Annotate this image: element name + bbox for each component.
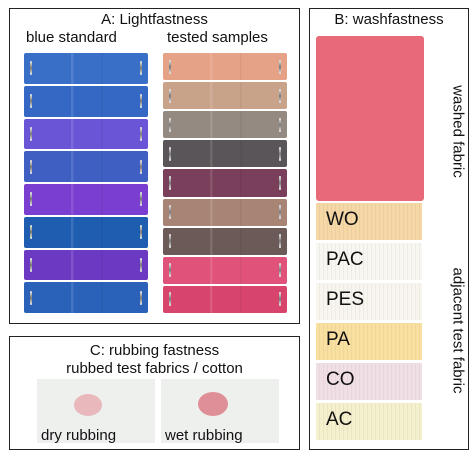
pin-icon — [140, 159, 142, 174]
pin-icon — [30, 61, 32, 76]
washed-fabric-label: washed fabric — [449, 85, 467, 178]
pin-icon — [279, 146, 281, 161]
blue-standard-strip — [24, 249, 148, 281]
pin-icon — [169, 263, 171, 278]
adjacent-fabric-swatch: PES — [316, 283, 422, 320]
pin-icon — [140, 257, 142, 272]
pin-icon — [169, 88, 171, 103]
pin-icon — [279, 176, 281, 190]
washed-fabric-swatch — [316, 36, 424, 201]
pin-icon — [140, 126, 142, 141]
pin-icon — [279, 263, 281, 278]
pin-icon — [279, 205, 281, 220]
adjacent-fabric-code: AC — [326, 409, 353, 430]
adjacent-fabric-swatch: AC — [316, 403, 422, 440]
tested-sample-strip — [163, 169, 287, 197]
adjacent-fabric-code: PAC — [326, 249, 364, 270]
pin-icon — [30, 126, 32, 141]
pin-icon — [279, 117, 281, 132]
pin-icon — [140, 225, 142, 240]
pin-icon — [169, 146, 171, 161]
pin-icon — [30, 290, 32, 305]
tested-sample-strip — [163, 140, 287, 168]
blue-standard-label: blue standard — [26, 29, 117, 46]
pin-icon — [140, 61, 142, 76]
tested-sample-strip — [163, 285, 287, 313]
pin-icon — [279, 88, 281, 103]
wet-rubbing-label: wet rubbing — [165, 427, 243, 444]
dry-rubbing-stain — [74, 394, 102, 416]
pin-icon — [30, 94, 32, 109]
tested-sample-strip — [163, 256, 287, 284]
pin-icon — [169, 117, 171, 132]
wet-rubbing-stain — [198, 392, 228, 416]
adjacent-fabric-code: WO — [326, 209, 359, 230]
adjacent-fabric-swatch: WO — [316, 203, 422, 240]
tested-sample-strip — [163, 53, 287, 81]
pin-icon — [169, 234, 171, 249]
tested-sample-strip — [163, 111, 287, 139]
adjacent-fabric-swatch: PA — [316, 323, 422, 360]
rubbing-title: C: rubbing fastness — [89, 342, 220, 359]
dry-rubbing-label: dry rubbing — [41, 427, 117, 444]
lightfastness-panel: A: Lightfastness blue standard tested sa… — [9, 8, 300, 324]
blue-standard-strip — [24, 282, 148, 313]
pin-icon — [30, 257, 32, 272]
blue-standard-strip — [24, 53, 148, 84]
washfastness-title: B: washfastness — [334, 11, 444, 28]
blue-standard-strip — [24, 151, 148, 182]
adjacent-fabric-swatch: PAC — [316, 243, 422, 280]
pin-icon — [140, 290, 142, 305]
pin-icon — [279, 292, 281, 307]
tested-samples-label: tested samples — [167, 29, 268, 46]
blue-standard-strips — [24, 53, 148, 315]
tested-sample-strip — [163, 198, 287, 226]
rubbing-subtitle: rubbed test fabrics / cotton — [66, 360, 243, 377]
adjacent-fabric-code: CO — [326, 369, 355, 390]
pin-icon — [140, 94, 142, 109]
pin-icon — [30, 225, 32, 240]
pin-icon — [169, 59, 171, 74]
blue-standard-strip — [24, 85, 148, 117]
pin-icon — [169, 205, 171, 220]
tested-sample-strips — [163, 53, 287, 315]
tested-sample-strip — [163, 227, 287, 255]
pin-icon — [279, 234, 281, 249]
pin-icon — [169, 176, 171, 190]
blue-standard-strip — [24, 216, 148, 248]
pin-icon — [30, 159, 32, 174]
tested-sample-strip — [163, 82, 287, 110]
pin-icon — [140, 192, 142, 207]
pin-icon — [30, 192, 32, 207]
adjacent-fabric-label: adjacent test fabric — [449, 267, 467, 394]
pin-icon — [169, 292, 171, 307]
adjacent-fabric-code: PA — [326, 329, 350, 350]
lightfastness-title: A: Lightfastness — [101, 11, 208, 28]
adjacent-fabric-swatch: CO — [316, 363, 422, 400]
pin-icon — [279, 59, 281, 74]
blue-standard-strip — [24, 184, 148, 215]
adjacent-fabric-code: PES — [326, 289, 365, 310]
blue-standard-strip — [24, 118, 148, 150]
rubbing-panel: C: rubbing fastness rubbed test fabrics … — [9, 336, 300, 450]
